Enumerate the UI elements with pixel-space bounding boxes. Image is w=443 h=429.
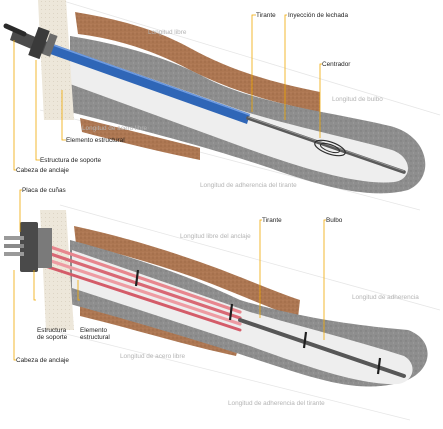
top-centralizer: [314, 139, 346, 157]
bottom-label-estructura-line1: Estructura: [37, 327, 67, 334]
top-soil-layer: [75, 12, 320, 112]
bottom-label-estructura-line2: de soporte: [37, 334, 68, 341]
top-label-adherencia-tirante: Longitud de adherencia del tirante: [200, 182, 297, 189]
top-guide-upper: [59, 0, 441, 116]
bottom-leader-cabeza: [13, 270, 16, 361]
bottom-label-longitud-adherencia: Longitud de adherencia: [352, 294, 419, 301]
top-tendon-bar: [246, 116, 406, 174]
bottom-guide-lower: [49, 329, 411, 421]
top-label-cabeza: Cabeza de anclaje: [16, 167, 69, 174]
bottom-leader-estructura: [33, 270, 36, 301]
top-label-longitud-acero: Longitud de acero libre: [82, 125, 148, 132]
top-label-estructura: Estructura de soporte: [40, 157, 102, 164]
bottom-anchor: [4, 189, 441, 421]
bottom-tendon-bar: [238, 318, 406, 378]
top-label-elemento: Elemento estructural: [66, 137, 125, 144]
top-leader-tirante: [251, 14, 256, 112]
bottom-guide-upper: [59, 204, 441, 311]
bottom-label-longitud-acero: Longitud de acero libre: [120, 353, 186, 360]
bottom-leader-placa: [19, 189, 22, 232]
bottom-soil-layer: [74, 226, 300, 318]
top-label-tirante: Tirante: [256, 12, 276, 19]
bottom-label-elemento-line2: estructural: [80, 334, 110, 341]
top-leader-inyeccion: [284, 14, 287, 120]
top-leader-lines: [13, 14, 322, 171]
top-leader-cabeza: [13, 40, 16, 171]
bottom-label-tirante: Tirante: [262, 217, 282, 224]
bottom-leader-bulbo: [323, 219, 326, 340]
top-leader-elemento: [61, 90, 66, 141]
top-tendon-bar-hl: [247, 116, 405, 172]
bottom-label-cabeza: Cabeza de anclaje: [16, 357, 69, 364]
bottom-spacers: [134, 269, 382, 375]
top-leader-estructura: [35, 60, 40, 161]
bottom-anchor-head: [4, 222, 52, 272]
bottom-label-longitud-libre-anclaje: Longitud libre del anclaje: [180, 233, 251, 240]
top-leader-centrador: [319, 63, 322, 138]
top-label-inyeccion: Inyección de lechada: [288, 12, 349, 19]
top-label-longitud-libre: Longitud libre: [148, 29, 187, 36]
top-blue-sheath: [39, 40, 250, 124]
bottom-label-elemento-line1: Elemento: [80, 327, 107, 334]
bottom-leader-elemento: [77, 280, 80, 301]
bottom-label-placa: Placa de cuñas: [22, 187, 66, 194]
top-label-centrador: Centrador: [322, 61, 351, 68]
bottom-leader-tirante: [259, 219, 262, 318]
bottom-leader-lines: [13, 189, 326, 361]
bottom-label-adherencia-tirante: Longitud de adherencia del tirante: [228, 400, 325, 407]
bottom-red-strands: [28, 238, 242, 332]
top-soil-layer-lower: [80, 118, 200, 160]
bottom-label-bulbo: Bulbo: [326, 217, 343, 224]
top-anchor: [3, 0, 441, 211]
top-anchor-head: [3, 23, 58, 60]
top-label-longitud-bulbo: Longitud de bulbo: [332, 96, 383, 103]
top-blue-highlight: [41, 40, 251, 116]
